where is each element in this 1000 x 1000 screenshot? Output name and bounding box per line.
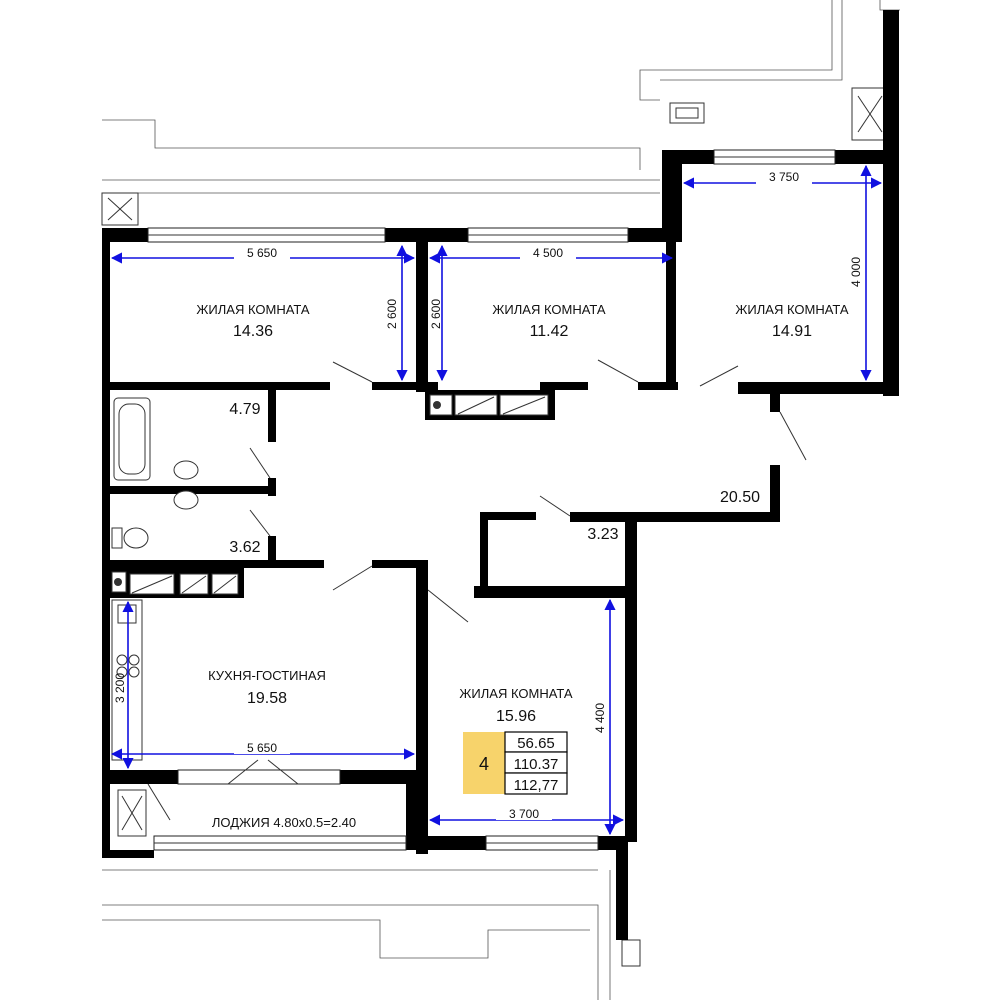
dim-bedroom-3-width: 3 750: [769, 170, 799, 184]
dim-bedroom-3-depth: 4 000: [849, 257, 863, 287]
dim-bedroom-1-depth: 2 600: [385, 299, 399, 329]
bedroom-2-name: ЖИЛАЯ КОМНАТА: [492, 302, 605, 317]
total-area-value: 110.37: [514, 756, 559, 773]
bedroom-4-area: 15.96: [496, 708, 536, 725]
room-labels: ЖИЛАЯ КОМНАТА 14.36 ЖИЛАЯ КОМНАТА 11.42 …: [196, 302, 848, 830]
bedroom-3-area: 14.91: [772, 323, 812, 340]
sink-icon: [173, 490, 199, 510]
dimension-labels: 5 650 2 600 4 500 2 600 3 750 4 000 5 65…: [113, 170, 863, 821]
dim-kitchen-width: 5 650: [247, 741, 277, 755]
total-with-loggia-value: 112,77: [514, 777, 559, 794]
living-area-value: 56.65: [517, 735, 555, 752]
bathroom-area: 4.79: [229, 401, 260, 418]
dim-kitchen-depth: 3 200: [113, 673, 127, 703]
balcony-door: [177, 769, 341, 785]
dim-bedroom-1-width: 5 650: [247, 246, 277, 260]
dimension-lines: [110, 164, 883, 836]
bedroom-4-name: ЖИЛАЯ КОМНАТА: [459, 686, 572, 701]
kitchen-living-area: 19.58: [247, 690, 287, 707]
bedroom-1-area: 14.36: [233, 323, 273, 340]
ac-unit-icon: [621, 939, 641, 967]
stove-burner-icon: [116, 654, 128, 666]
hall-area: 20.50: [720, 489, 760, 506]
windows: [147, 149, 836, 851]
dim-bedroom-4-width: 3 700: [509, 807, 539, 821]
sink-icon: [173, 460, 199, 480]
storage-area: 3.23: [587, 526, 618, 543]
bedroom-1-name: ЖИЛАЯ КОМНАТА: [196, 302, 309, 317]
doors: [147, 359, 807, 821]
area-summary-table: 4 56.65 110.37 112,77: [463, 731, 568, 795]
walls: [102, 10, 899, 940]
dim-bedroom-2-depth: 2 600: [429, 299, 443, 329]
bedroom-3-name: ЖИЛАЯ КОМНАТА: [735, 302, 848, 317]
dim-bedroom-2-width: 4 500: [533, 246, 563, 260]
dim-bedroom-4-depth: 4 400: [593, 703, 607, 733]
kitchen-living-name: КУХНЯ-ГОСТИНАЯ: [208, 668, 326, 683]
building-context: [101, 0, 900, 1000]
wc-area: 3.62: [229, 539, 260, 556]
bedroom-2-area: 11.42: [530, 323, 569, 340]
loggia-label: ЛОДЖИЯ 4.80x0.5=2.40: [212, 815, 356, 830]
rooms-count-badge: [463, 732, 505, 794]
rooms-count: 4: [479, 754, 489, 774]
toilet-icon: [123, 527, 149, 549]
kitchen-sink-icon: [117, 604, 137, 624]
